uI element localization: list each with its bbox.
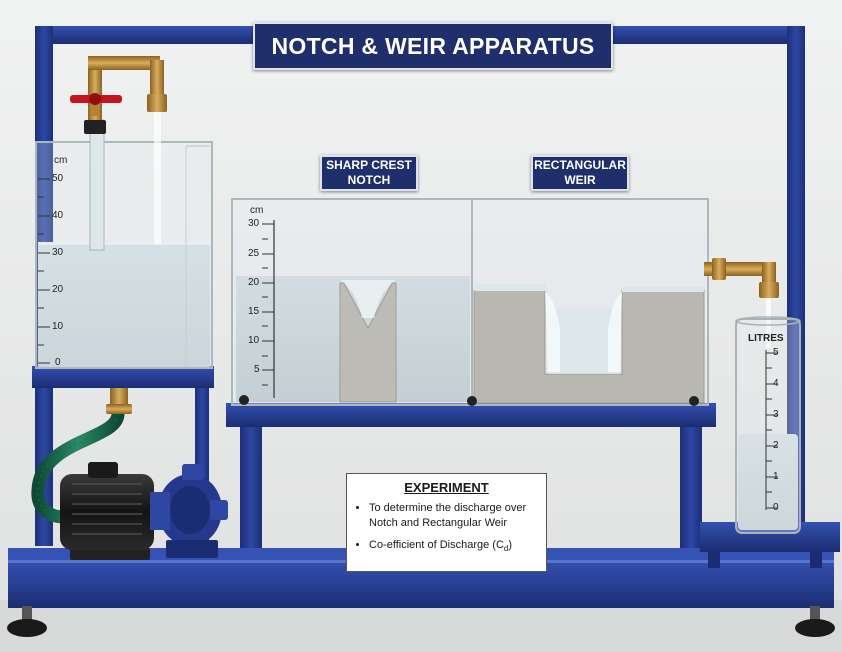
- notch-overflow: [340, 280, 396, 318]
- cylinder-scale-label: 1: [773, 471, 779, 482]
- weir-sign-line2: WEIR: [564, 173, 596, 187]
- channel-clamp: [239, 395, 699, 406]
- outlet-pipe: [704, 258, 779, 298]
- water-stream: [154, 112, 161, 244]
- channel-scale-label: 20: [248, 277, 260, 288]
- channel-scale-label: 5: [254, 364, 260, 375]
- suction-hose: [31, 412, 125, 524]
- apparatus-title-sign: NOTCH & WEIR APPARATUS: [253, 22, 613, 70]
- tank-scale-label: 30: [52, 247, 64, 258]
- weir-sign: RECTANGULAR WEIR: [531, 155, 629, 191]
- channel-scale-label: 30: [248, 218, 260, 229]
- notch-sign: SHARP CREST NOTCH: [320, 155, 418, 191]
- cylinder-scale-label: 4: [773, 378, 779, 389]
- channel-scale-label: 25: [248, 248, 260, 259]
- drain-fitting: [106, 388, 132, 414]
- leveling-foot: [7, 606, 835, 637]
- channel-scale-label: 10: [248, 335, 260, 346]
- valve-handle-icon[interactable]: [70, 93, 122, 116]
- experiment-item-text: Co-efficient of Discharge (C: [369, 539, 504, 551]
- experiment-list: To determine the discharge over Notch an…: [357, 501, 536, 556]
- channel-scale-unit: cm: [250, 205, 264, 216]
- supply-tank: [35, 119, 213, 369]
- cylinder-scale-label: 2: [773, 440, 779, 451]
- cylinder-scale-label: 0: [773, 502, 779, 513]
- notch-sign-line1: SHARP CREST: [326, 158, 412, 172]
- tank-scale-unit: cm: [54, 155, 68, 166]
- measuring-cylinder: [735, 316, 801, 534]
- pump-casing: [150, 464, 228, 558]
- rectangular-weir: [473, 284, 705, 404]
- tank-scale-label: 50: [52, 173, 64, 184]
- floor: [0, 600, 842, 652]
- tank-scale-label: 40: [52, 210, 64, 221]
- cylinder-scale-label: 5: [773, 347, 779, 358]
- experiment-item-close: ): [508, 539, 513, 551]
- notch-plate: [339, 282, 397, 403]
- experiment-item-subscript: d: [503, 544, 509, 554]
- channel-shelf: [226, 403, 716, 427]
- cylinder-unit: LITRES: [748, 333, 784, 344]
- experiment-item: Co-efficient of Discharge (Cd): [369, 538, 536, 556]
- experiment-placard: EXPERIMENT To determine the discharge ov…: [346, 473, 547, 572]
- cylinder-scale-label: 3: [773, 409, 779, 420]
- channel-scale: [262, 220, 275, 398]
- tank-scale-label: 20: [52, 284, 64, 295]
- weir-sign-line1: RECTANGULAR: [534, 158, 626, 172]
- experiment-item: To determine the discharge over Notch an…: [369, 501, 536, 531]
- tank-shelf: [32, 366, 214, 388]
- notch-sign-line2: NOTCH: [347, 173, 391, 187]
- tank-scale-label: 10: [52, 321, 64, 332]
- outlet-stream: [766, 298, 771, 348]
- tank-scale-label: 0: [55, 357, 61, 368]
- channel-scale-label: 15: [248, 306, 260, 317]
- pump-motor: [60, 462, 154, 560]
- experiment-heading: EXPERIMENT: [404, 480, 489, 495]
